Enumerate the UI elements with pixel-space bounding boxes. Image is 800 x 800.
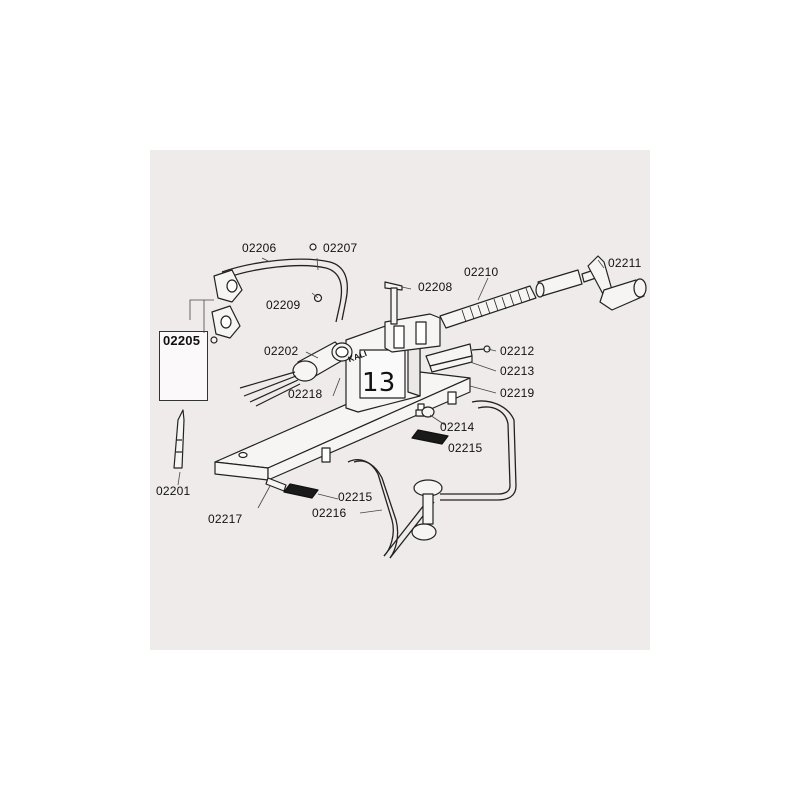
clamp-head [384,281,441,353]
label-02216: 02216 [312,506,347,520]
label-02201: 02201 [156,484,191,498]
knob-02214 [415,406,435,418]
crank-02211 [587,255,647,311]
label-02212: 02212 [500,344,535,358]
label-02218: 02218 [288,387,323,401]
inset-frame-02205 [159,331,208,401]
label-02207: 02207 [323,241,358,255]
bail-wire-02206 [221,258,348,323]
screw-02207 [309,243,317,251]
label-02215-right: 02215 [448,441,483,455]
pick-tool-02201 [173,409,185,469]
screw-small [210,336,218,344]
label-02209: 02209 [266,298,301,312]
label-02205: 02205 [163,333,201,348]
coring-blades [239,371,301,407]
stamp-number-text: 13 [362,368,396,398]
label-02211: 02211 [608,256,642,270]
label-02206: 02206 [242,241,277,255]
side-bracket [425,343,491,373]
label-02208: 02208 [418,280,453,294]
clamp-screw [411,479,443,541]
label-02219: 02219 [500,386,535,400]
label-02217: 02217 [208,512,243,526]
label-02214: 02214 [440,420,475,434]
clip-upper [213,269,243,303]
label-02215-left: 02215 [338,490,373,504]
pads [283,429,449,499]
label-02202: 02202 [264,344,299,358]
cylinder-02202 [292,341,353,382]
label-02213: 02213 [500,364,535,378]
clip-lower [211,305,241,339]
spindle-02210 [439,267,603,329]
label-02210: 02210 [464,265,499,279]
body-block [345,317,421,413]
